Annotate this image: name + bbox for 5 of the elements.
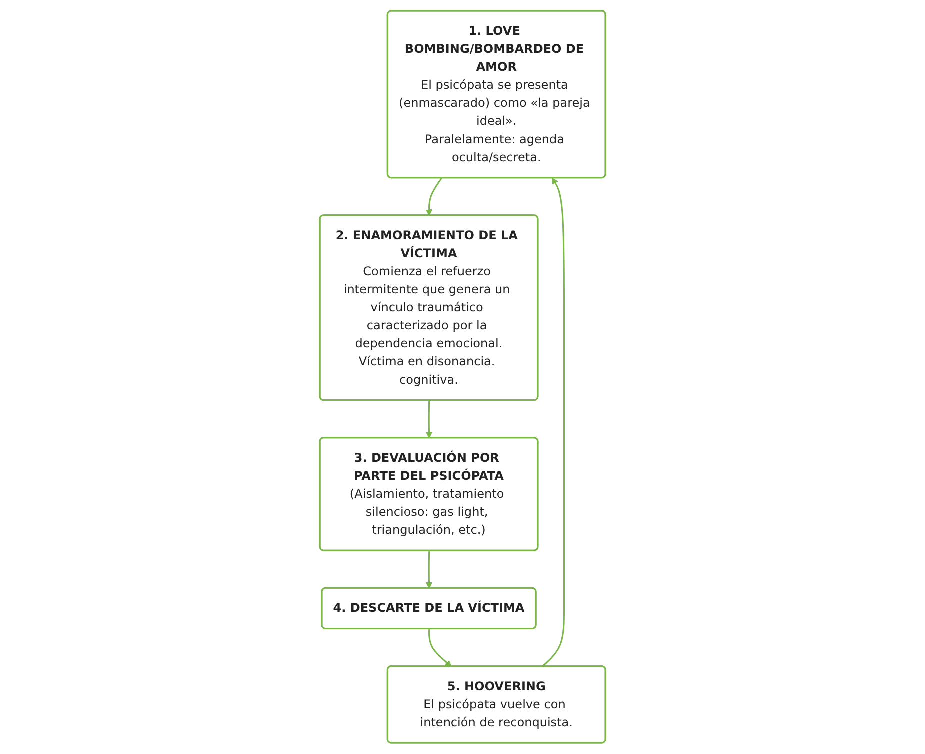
arrow [542, 178, 565, 668]
arrow [426, 400, 432, 439]
arrow [426, 550, 432, 589]
arrow [428, 629, 452, 667]
arrow [426, 178, 442, 216]
